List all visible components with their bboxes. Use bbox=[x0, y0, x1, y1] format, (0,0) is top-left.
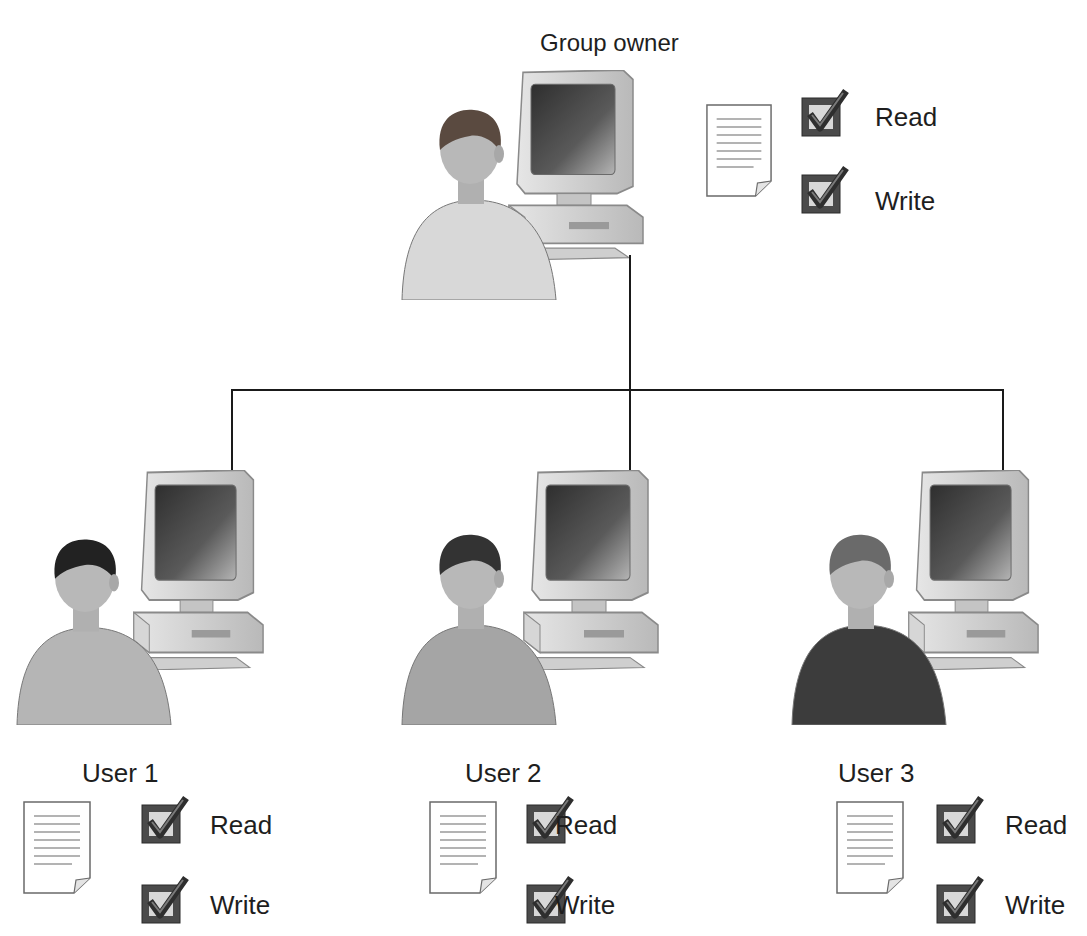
document-icon bbox=[707, 105, 771, 196]
document-icon bbox=[24, 802, 90, 893]
user-label: User 2 bbox=[465, 758, 542, 788]
permission-label: Read bbox=[210, 810, 272, 840]
network-line bbox=[232, 255, 630, 470]
user-label: User 3 bbox=[838, 758, 915, 788]
person bbox=[402, 110, 556, 300]
person bbox=[792, 535, 946, 725]
permission-label: Write bbox=[210, 890, 270, 920]
permission-label: Write bbox=[875, 186, 935, 216]
heading-label: Group owner bbox=[540, 28, 679, 58]
permission-label: Read bbox=[1005, 810, 1067, 840]
document-icon bbox=[837, 802, 903, 893]
checkbox bbox=[802, 91, 846, 136]
permission-label: Write bbox=[1005, 890, 1065, 920]
checkbox bbox=[937, 798, 981, 843]
computer bbox=[905, 470, 1038, 670]
user-station: User 3 ReadWrite bbox=[790, 470, 1080, 930]
checkbox bbox=[937, 878, 981, 923]
person bbox=[17, 540, 171, 725]
user-station: User 1 ReadWrite bbox=[10, 470, 300, 930]
person bbox=[402, 535, 556, 725]
network-line bbox=[630, 255, 1003, 470]
checkbox bbox=[142, 878, 186, 923]
user-station: User 2 ReadWrite bbox=[395, 470, 685, 930]
computer bbox=[520, 470, 658, 670]
computer bbox=[130, 470, 263, 670]
owner-station: Group ownerReadWrite bbox=[395, 20, 995, 255]
permission-label: Read bbox=[555, 810, 617, 840]
checkbox bbox=[142, 798, 186, 843]
checkbox bbox=[802, 168, 846, 213]
permission-label: Write bbox=[555, 890, 615, 920]
user-label: User 1 bbox=[82, 758, 159, 788]
permission-label: Read bbox=[875, 102, 937, 132]
document-icon bbox=[430, 802, 496, 893]
